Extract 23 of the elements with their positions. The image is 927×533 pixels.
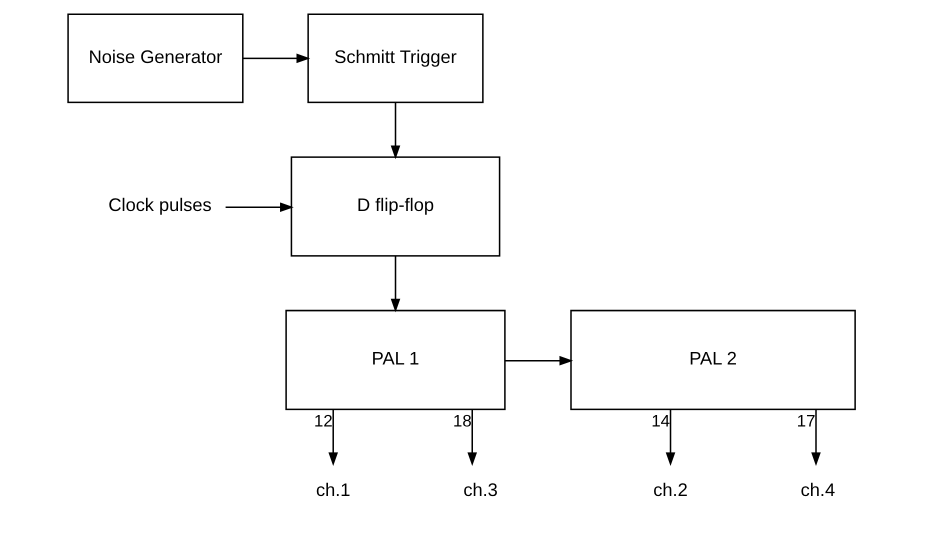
node-box: PAL 2	[570, 310, 856, 410]
arrow	[390, 256, 400, 312]
node-text: ch.1	[316, 479, 350, 500]
arrow	[666, 410, 676, 466]
node-text: Clock pulses	[108, 194, 212, 216]
node-box: PAL 1	[285, 310, 506, 410]
arrow	[226, 202, 294, 212]
node-text: ch.3	[463, 479, 498, 500]
edge-label: 18	[453, 411, 472, 430]
arrow	[467, 410, 478, 466]
arrow	[811, 410, 821, 466]
arrow	[328, 410, 338, 466]
edge-label: 17	[796, 411, 816, 430]
arrow	[243, 54, 310, 64]
node-text: ch.4	[800, 479, 836, 500]
arrow	[505, 356, 574, 366]
edge-label: 14	[651, 411, 670, 430]
edge-label: 12	[314, 411, 333, 430]
arrow	[390, 102, 400, 160]
node-box: D flip-flop	[290, 156, 500, 257]
node-box: Schmitt Trigger	[307, 14, 484, 104]
node-box: Noise Generator	[67, 14, 244, 104]
node-text: ch.2	[653, 479, 688, 500]
